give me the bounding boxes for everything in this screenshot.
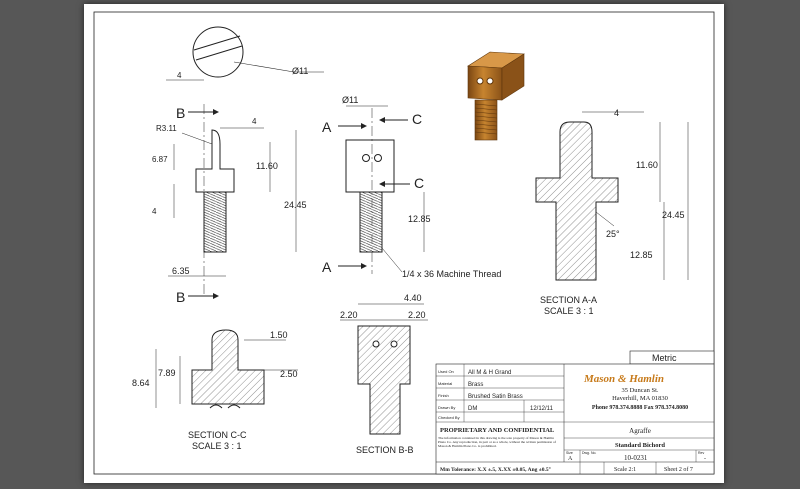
dim-cc-a: 1.50 [270, 330, 288, 340]
company-address-2: Haverhill, MA 01830 [612, 395, 668, 402]
dim-aa-total: 24.45 [662, 210, 685, 220]
row-drawn-label: Drawn By [438, 405, 455, 410]
dim-aa-angle: 25° [606, 229, 620, 239]
units-label: Metric [652, 353, 677, 363]
part-3d-render [467, 51, 525, 141]
row-checked-label: Checked By [438, 415, 460, 420]
row-used-on-value: All M & H Grand [468, 370, 511, 376]
top-view: Ø11 4 [166, 26, 324, 81]
part-description: Standard Bichord [615, 442, 665, 449]
company-phone: Phone 978.374.8888 Fax 978.374.8080 [592, 405, 688, 411]
dim-upper-height: 11.60 [256, 161, 278, 171]
dim-bb-b: 2.20 [340, 310, 358, 320]
dwg-value: 10-0231 [624, 454, 648, 462]
section-a-bottom: A [322, 259, 332, 275]
title-block: Metric Used On All M & H Grand Material … [435, 350, 715, 475]
dwg-label: Dwg. No. [582, 451, 596, 455]
thread-note: 1/4 x 36 Machine Thread [402, 269, 501, 279]
dim-shoulder: 4 [152, 207, 157, 216]
dim-top-dia: Ø11 [292, 66, 308, 76]
proprietary-notice: The information contained in this drawin… [438, 436, 556, 448]
drawing-scale: Scale 2:1 [614, 467, 636, 473]
dim-bb-a: 4.40 [404, 293, 422, 303]
section-bb-title: SECTION B-B [356, 445, 414, 455]
drawing-sheet: Ø11 4 B B R3.11 4 6.87 4 11.60 24.45 6.3… [84, 4, 724, 483]
row-material-value: Brass [468, 382, 483, 388]
dim-cc-c: 7.89 [158, 368, 176, 378]
rev-value: - [704, 456, 706, 462]
dim-front-width: Ø11 [342, 95, 358, 105]
company-logo: Mason & Hamlin [583, 373, 664, 385]
section-a-top: A [322, 119, 332, 135]
sheet-number: Sheet 2 of 7 [664, 466, 693, 473]
front-view: Ø11 A C C 12.85 A 1/4 x 36 Machine Threa… [322, 95, 501, 279]
dim-cc-d: 8.64 [132, 378, 150, 388]
dim-aa-thread: 12.85 [630, 250, 653, 260]
row-finish-value: Brushed Satin Brass [468, 394, 523, 400]
dim-aa-top: 4 [614, 108, 619, 118]
section-cc-scale: SCALE 3 : 1 [192, 441, 242, 451]
dim-radius: R3.11 [156, 124, 177, 133]
dim-top-width: 4 [252, 117, 257, 126]
part-name: Agraffe [629, 427, 651, 435]
dim-front-thread: 12.85 [408, 214, 431, 224]
drawing-canvas: Ø11 4 B B R3.11 4 6.87 4 11.60 24.45 6.3… [93, 11, 715, 475]
dim-bb-c: 2.20 [408, 310, 426, 320]
dim-top-offset: 4 [177, 71, 182, 80]
sheet-border [93, 11, 715, 475]
left-view: B B R3.11 4 6.87 4 11.60 24.45 6.35 [152, 104, 307, 305]
section-cc-title: SECTION C-C [188, 430, 247, 440]
tolerance-note: Mm Tolerance: X.X ±.5, X.XX ±0.05, Ang ±… [440, 466, 551, 473]
size-value: A [568, 456, 573, 462]
section-c-bottom: C [414, 175, 424, 191]
row-used-on-label: Used On [438, 369, 454, 374]
size-label: Size [566, 451, 573, 455]
section-bb: 4.40 2.20 2.20 SECTION B-B [340, 293, 428, 455]
section-c-top: C [412, 111, 422, 127]
section-aa-title: SECTION A-A [540, 295, 597, 305]
dim-total-height: 24.45 [284, 200, 307, 210]
section-b-bottom: B [176, 289, 185, 305]
dim-head-height: 6.87 [152, 155, 168, 164]
row-finish-label: Finish [438, 393, 449, 398]
proprietary-heading: PROPRIETARY AND CONFIDENTIAL [440, 427, 555, 434]
row-drawn-value: DM [468, 406, 477, 412]
dim-cc-b: 2.50 [280, 369, 298, 379]
section-aa: 4 11.60 24.45 12.85 25° SECTION A-A SCAL… [535, 108, 689, 316]
dim-aa-upper: 11.60 [636, 160, 658, 170]
drawn-date: 12/12/11 [530, 406, 554, 412]
section-cc: 1.50 2.50 7.89 8.64 SECTION C-C SCALE 3 … [132, 329, 298, 451]
company-address-1: 35 Duncan St. [621, 387, 658, 394]
section-aa-scale: SCALE 3 : 1 [544, 306, 594, 316]
row-material-label: Material [438, 381, 452, 386]
rev-label: Rev [698, 451, 704, 455]
dim-thread-width: 6.35 [172, 266, 190, 276]
section-b-top: B [176, 105, 185, 121]
